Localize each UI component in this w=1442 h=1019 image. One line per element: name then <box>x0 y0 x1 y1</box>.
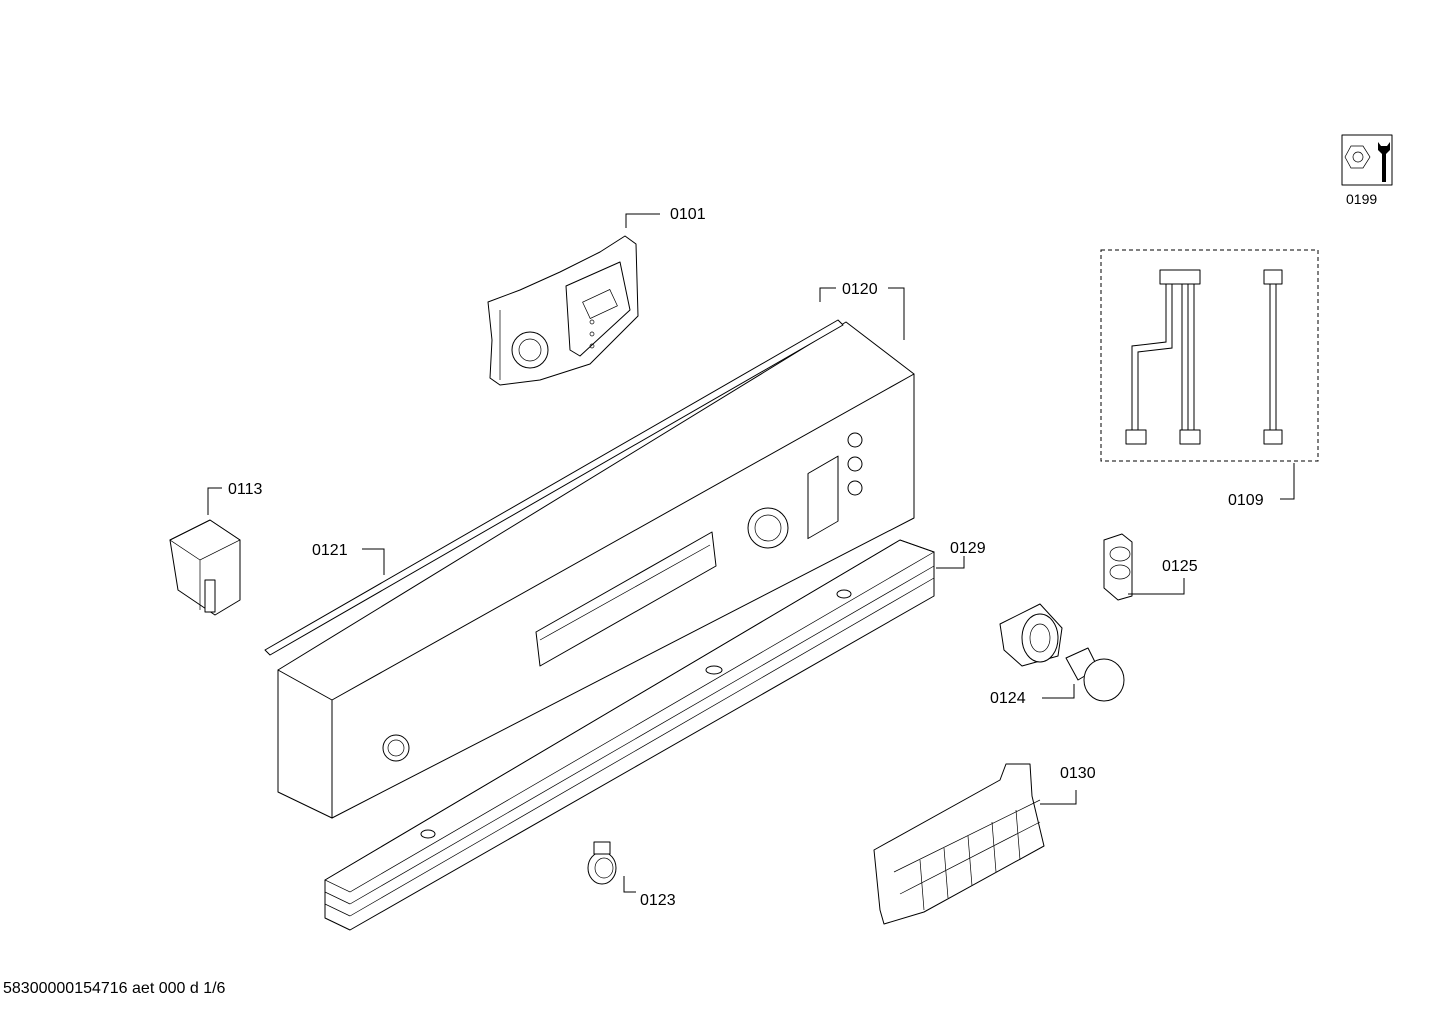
label-0121: 0121 <box>312 542 348 559</box>
label-0123: 0123 <box>640 892 676 909</box>
label-0125: 0125 <box>1162 558 1198 575</box>
label-0129: 0129 <box>950 540 986 557</box>
switch-0113 <box>169 519 241 616</box>
label-0130: 0130 <box>1060 765 1096 782</box>
seal-strip-0121 <box>264 319 844 656</box>
label-0113: 0113 <box>228 481 263 498</box>
label-0101: 0101 <box>670 206 706 223</box>
plug-0123 <box>587 841 617 885</box>
nut-and-wrench-icon <box>1341 134 1393 186</box>
label-0120: 0120 <box>842 281 878 298</box>
control-module-0101 <box>487 235 639 386</box>
label-0199: 0199 <box>1346 191 1377 207</box>
knob-0124 <box>999 603 1125 702</box>
control-panel-fascia-0120 <box>277 321 915 819</box>
frame-bar-0129 <box>324 539 935 931</box>
label-0124: 0124 <box>990 690 1026 707</box>
wiring-harness-0109 <box>1100 249 1319 462</box>
button-caps-0125 <box>1103 533 1133 601</box>
document-reference: 58300000154716 aet 000 d 1/6 <box>3 980 226 997</box>
bracket-0130 <box>873 763 1045 925</box>
label-0109: 0109 <box>1228 492 1264 509</box>
